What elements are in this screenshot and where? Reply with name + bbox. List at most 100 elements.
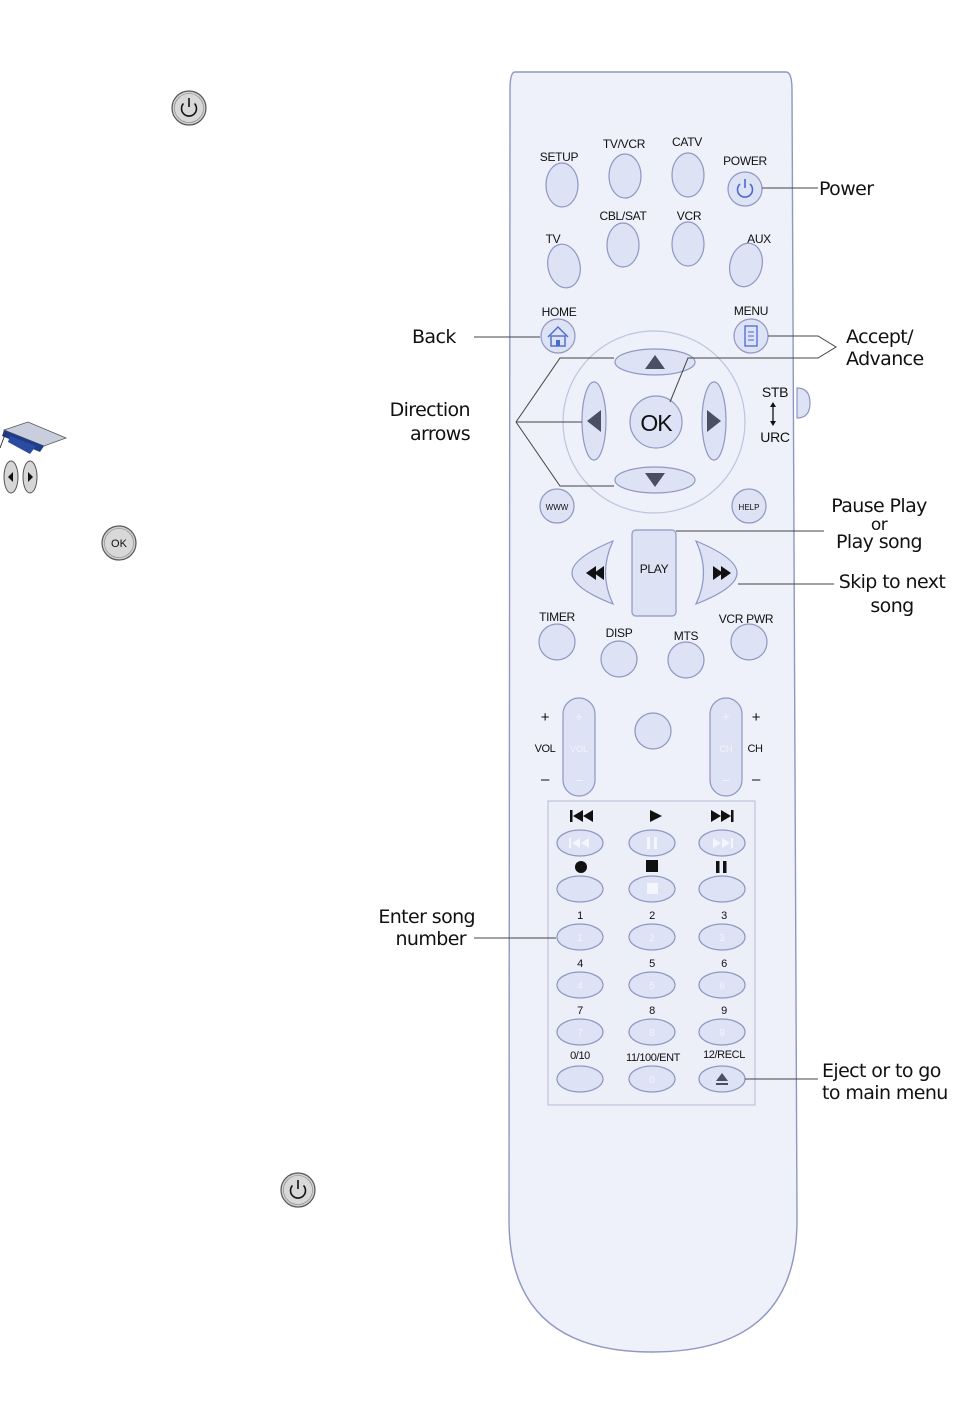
tv-button[interactable] [544,241,584,291]
digit-label-7: 7 [577,1005,583,1017]
vcr-button[interactable] [671,221,705,267]
channel-rocker[interactable]: + CH – [709,697,743,797]
digit-button-label-1: 1 [577,933,583,944]
vol-rocker-label: VOL [570,744,588,754]
ch-minus-label: – [752,771,761,788]
aux-label: AUX [747,232,771,246]
skip-previous-button[interactable] [556,829,604,857]
tv-vcr-button[interactable] [608,153,642,199]
home-button[interactable] [540,318,576,354]
digit-label-1: 1 [577,910,583,922]
ok-button[interactable]: OK [629,395,683,449]
digit-label-4: 4 [577,958,583,970]
catv-button[interactable] [671,152,705,198]
help-button[interactable]: HELP [731,488,767,524]
zero-button[interactable]: 0 [628,1065,676,1093]
callout-eject-line2: to main menu [822,1082,948,1104]
stb-urc-side-switch[interactable] [796,387,811,419]
timer-label: TIMER [539,610,575,624]
arrow-down-button[interactable] [614,466,696,494]
menu-button[interactable] [733,318,769,354]
zero-ten-button[interactable] [556,1065,604,1093]
digit-button-6[interactable]: 6 [698,971,746,999]
vol-label: VOL [535,743,556,755]
vol-rocker-minus: – [575,772,583,787]
timer-button[interactable] [538,623,576,661]
record-icon [575,861,587,873]
vcr-pwr-button[interactable] [730,623,768,661]
digit-button-label-2: 2 [649,933,655,944]
digit-button-1[interactable]: 1 [556,923,604,951]
skip-next-button[interactable] [698,829,746,857]
arrow-right-button[interactable] [701,381,727,461]
power-icon [736,183,754,198]
record-button[interactable] [556,875,604,903]
skip-next-icon [711,810,734,822]
digit-label-3: 3 [721,910,727,922]
vol-plus-label: + [541,709,550,726]
disp-label: DISP [606,626,633,640]
digit-label-5: 5 [649,958,655,970]
digit-button-label-4: 4 [577,981,583,992]
digit-button-label-9: 9 [719,1028,725,1039]
arrow-left-button[interactable] [581,381,607,461]
vol-rocker-plus: + [575,709,583,724]
digit-button-4[interactable]: 4 [556,971,604,999]
left-right-arrows-icon [3,460,38,494]
play-label: PLAY [640,562,669,576]
digit-button-7[interactable]: 7 [556,1018,604,1046]
play-button[interactable]: PLAY [631,529,677,617]
pause-button[interactable] [698,875,746,903]
side-power-icon-bottom [280,1172,316,1208]
www-label: WWW [546,503,569,512]
help-label: HELP [739,503,760,512]
zero-button-label: 0 [649,1075,655,1086]
menu-label: MENU [734,304,768,318]
callout-skip-line2: song [870,595,913,617]
www-button[interactable]: WWW [539,488,575,524]
vcr-pwr-label: VCR PWR [719,612,774,626]
callout-enter-line2: number [395,928,466,950]
callout-pause-line3: Play song [836,531,922,553]
arrow-up-button[interactable] [614,348,696,376]
aux-button[interactable] [725,240,767,290]
mts-label: MTS [674,629,699,643]
fast-forward-button[interactable] [694,539,738,606]
ch-rocker-plus: + [722,709,730,724]
digit-label-8: 8 [649,1005,655,1017]
volume-rocker[interactable]: + VOL – [562,697,596,797]
callout-eject-line1: Eject or to go [822,1060,941,1082]
cbl-sat-button[interactable] [606,222,640,268]
digit-button-label-8: 8 [649,1028,655,1039]
vcr-label: VCR [677,209,702,223]
digit-button-3[interactable]: 3 [698,923,746,951]
digit-label-9: 9 [721,1005,727,1017]
setup-button[interactable] [545,162,579,208]
rewind-icon [586,566,604,580]
home-icon [547,326,569,347]
pause-icon [716,861,727,873]
digit-button-5[interactable]: 5 [628,971,676,999]
callout-direction-line1: Direction [390,399,470,421]
recl-label: 12/RECL [703,1049,745,1061]
digit-button-9[interactable]: 9 [698,1018,746,1046]
eject-button[interactable] [698,1065,746,1093]
rewind-button[interactable] [571,539,615,606]
disp-button[interactable] [600,640,638,678]
digit-button-label-6: 6 [719,981,725,992]
callout-skip-line1: Skip to next [839,571,946,593]
ok-label: OK [640,410,673,436]
ch-label: CH [747,743,763,755]
play-pause-button[interactable] [628,829,676,857]
digit-button-8[interactable]: 8 [628,1018,676,1046]
digit-label-6: 6 [721,958,727,970]
stop-button[interactable] [628,875,676,903]
mute-button[interactable] [634,712,672,750]
digit-button-2[interactable]: 2 [628,923,676,951]
ch-plus-label: + [752,709,761,726]
mts-button[interactable] [667,641,705,679]
stb-urc-arrow-icon [770,402,776,426]
power-button[interactable] [727,171,763,207]
